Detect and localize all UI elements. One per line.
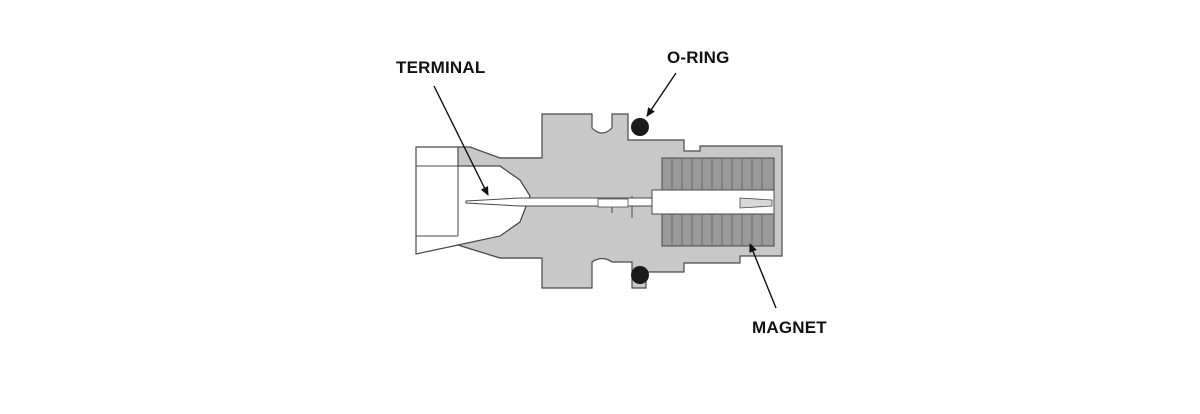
o-ring-label: O-RING — [667, 48, 730, 67]
terminal-leader-arrow — [433, 85, 489, 196]
o-ring-top — [631, 118, 649, 136]
terminal-pin — [465, 197, 653, 208]
magnet-core — [651, 189, 775, 215]
terminal-label: TERMINAL — [396, 58, 486, 77]
o-ring-bottom — [631, 266, 649, 284]
o-ring-leader-arrow — [646, 72, 677, 117]
magnet — [661, 157, 775, 247]
magnet-leader-arrow — [749, 243, 777, 309]
magnet-label: MAGNET — [752, 318, 827, 337]
